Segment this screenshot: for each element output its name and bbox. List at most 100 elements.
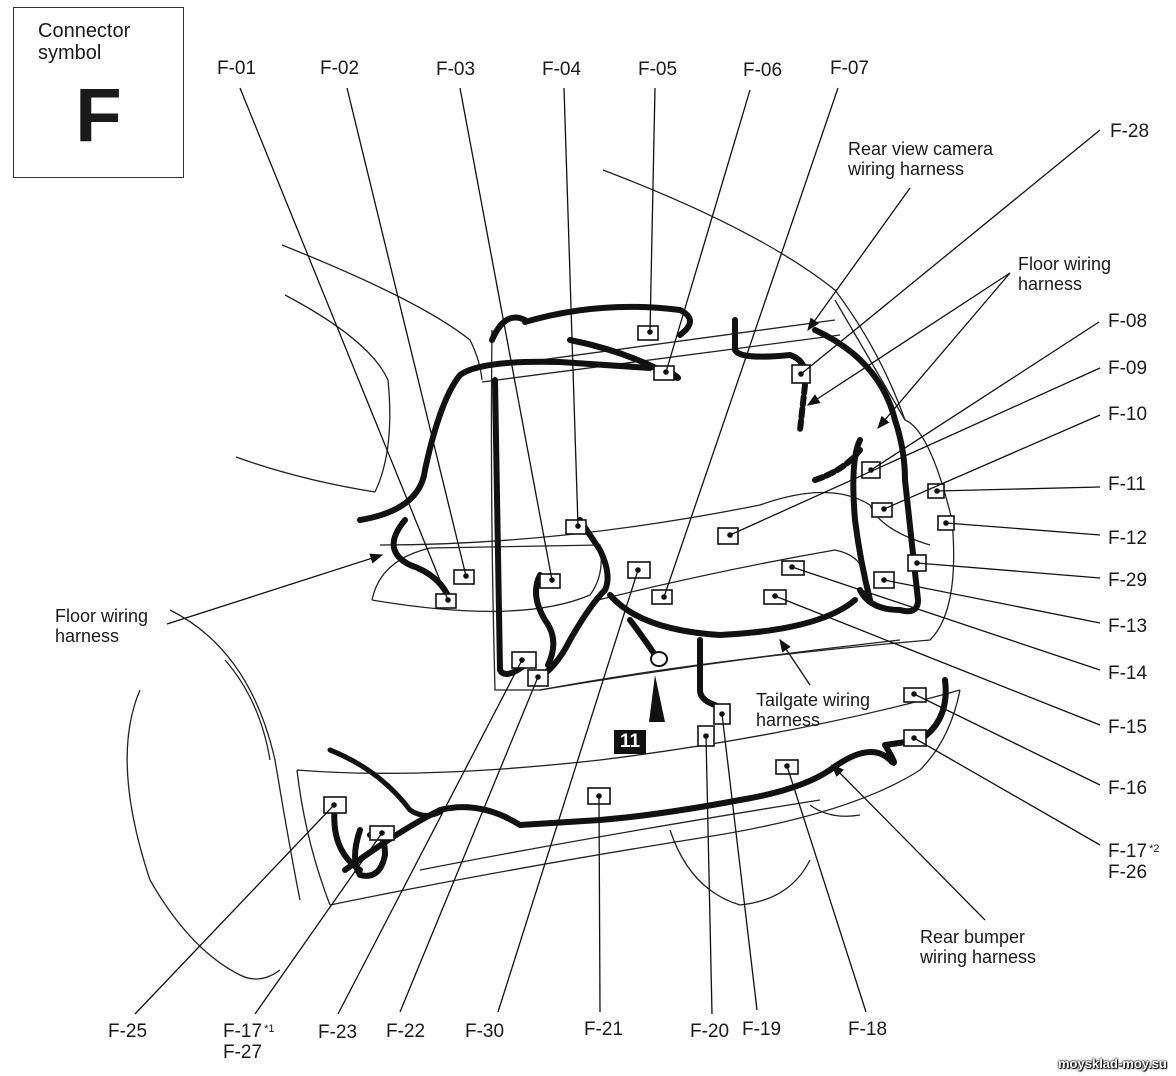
connector-box-F23[interactable] [511,651,537,669]
connector-symbol-box: Connector symbol F [13,7,184,178]
leader-F21 [598,795,601,1013]
harness-label-line: harness [1018,274,1083,294]
connector-box-F25[interactable] [323,796,347,814]
tailgate-crossline-1 [379,491,931,546]
leader-F08 [870,321,1100,471]
tailgate-center-trunk [532,517,611,683]
label-rear-view-camera-harness: Rear view camera wiring harness [848,139,993,179]
connector-box-F10[interactable] [871,502,893,518]
leader-F09 [729,367,1101,536]
label-F22: F-22 [386,1021,426,1042]
left-quarter-glass [281,244,483,381]
tailgate-outline [490,299,955,691]
harness-label-line: Rear view camera [848,139,994,159]
arrow-rear-bumper [831,764,986,921]
bumper-right-edge [919,689,961,771]
leader-F07 [663,87,839,598]
label-floor-harness-right: Floor wiring harness [1018,254,1111,294]
right-tire [669,829,811,906]
rear-camera-branch [797,382,808,433]
label-F12: F-12 [1108,528,1148,549]
arrow-rear-camera [807,187,911,332]
label-F09: F-09 [1108,358,1148,379]
ground-terminal-icon [649,651,668,722]
leader-F11 [936,486,1101,492]
harness-label-line: Floor wiring [55,606,149,626]
label-F05: F-05 [638,59,678,80]
leader-F30 [497,569,639,1013]
tailgate-crossline-2 [597,549,866,601]
connector-box-F03[interactable] [539,573,561,589]
wiring-harnesses [327,303,949,879]
label-tailgate-harness: Tailgate wiring harness [756,690,870,730]
label-F17: F-17 [1108,841,1148,862]
bumper-harness-upper-left [327,747,443,818]
bumper-harness [342,677,949,873]
exhaust [809,804,861,817]
connector-box-F02[interactable] [453,569,475,585]
caption-line-1: Connector [38,20,131,42]
label-F07: F-07 [830,58,870,79]
connector-box-F15[interactable] [763,589,787,605]
harness-label-line: wiring harness [848,159,965,179]
connector-box-F05[interactable] [637,325,659,341]
label-floor-harness-left: Floor wiring harness [55,606,148,646]
connector-symbol-caption: Connector symbol [38,20,130,64]
connector-box-F09[interactable] [717,527,739,545]
label-F30: F-30 [465,1021,505,1042]
label-F02: F-02 [320,58,360,79]
rear-lower-line [419,799,821,871]
label-F29: F-29 [1108,570,1148,591]
floor-harness-right [812,447,863,483]
tailgate-window-lower [481,334,841,383]
leader-F29 [916,562,1101,579]
leader-F18 [786,765,867,1013]
tailgate-to-F03 [533,572,557,668]
connector-symbol-letter: F [75,73,122,158]
label-F28: F-28 [1110,121,1150,142]
label-F08: F-08 [1108,311,1148,332]
connector-boxes [323,325,955,841]
caption-line-2: symbol [38,42,102,64]
leader-F22 [399,676,539,1013]
bumper-left-edge [296,769,331,906]
label-F19: F-19 [742,1019,782,1040]
leader-F25 [134,804,335,1015]
footnote-marker-2: *2 [1149,843,1160,855]
label-F26: F-26 [1108,862,1148,883]
footnote-marker-1: *1 [264,1023,275,1035]
leader-F06 [665,89,751,373]
leader-F13 [883,579,1101,624]
leader-F19 [721,713,758,1011]
arrow-floor-right-1 [806,272,1011,406]
tailgate-main-branch [607,592,858,638]
leader-F04 [563,87,579,527]
roof-line [602,169,906,421]
harness-arrows [166,187,1011,921]
harness-label-line: Rear bumper [920,927,1026,947]
tailgate-right-vertical [812,327,921,615]
leader-F16 [913,693,1101,786]
floor-harness-left [357,358,653,523]
leader-F05 [649,87,656,333]
tailgate-crossline-3 [539,639,901,691]
label-F16: F-16 [1108,778,1148,799]
harness-label-line: harness [756,710,821,730]
label-F17-note2: F-17*2 [1108,841,1159,862]
harness-label-line: Floor wiring [1018,254,1112,274]
arrow-tailgate [779,638,811,686]
leader-F23 [337,659,523,1015]
connector-box-F07[interactable] [651,589,673,605]
left-lamp-cover [371,544,602,613]
label-F03: F-03 [436,59,476,80]
label-F06: F-06 [743,60,783,81]
connector-box-F06[interactable] [653,365,675,381]
label-F17-note1: F-17*1 [223,1021,274,1042]
leader-F17-F27 [254,832,383,1015]
connector-box-F04[interactable] [565,519,587,535]
left-wheel-outer [126,689,281,980]
label-F04: F-04 [542,59,582,80]
connector-box-F30[interactable] [627,561,651,579]
harness-label-line: harness [55,626,120,646]
